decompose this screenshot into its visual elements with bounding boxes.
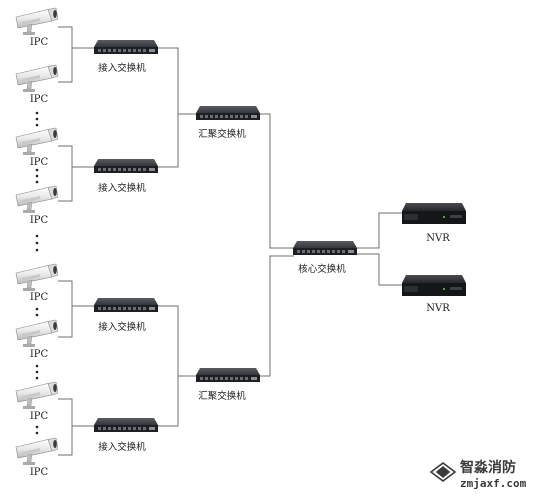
camera-icon <box>15 381 59 410</box>
ipc-camera: IPC <box>15 381 59 422</box>
ipc-label: IPC <box>30 157 49 168</box>
camera-icon <box>15 437 59 466</box>
ipc-label: IPC <box>30 215 49 226</box>
ellipsis-dots <box>35 111 39 435</box>
switch-icon <box>94 159 158 173</box>
access-switch: 接入交换机 <box>94 298 158 333</box>
switch-icon <box>293 241 357 255</box>
watermark-name: 智淼消防 <box>459 459 516 476</box>
switch-icon <box>94 298 158 312</box>
nvr-icon <box>402 275 466 296</box>
connection-lines <box>58 26 402 456</box>
access-switch-label: 接入交换机 <box>98 321 146 333</box>
access-switch: 接入交换机 <box>94 40 158 74</box>
ipc-camera-group: IPC IPC IPC IPC IPC IPC IPC IPC <box>15 7 59 478</box>
access-switch-label: 接入交换机 <box>98 62 146 74</box>
watermark: 智淼消防 zmjaxf.com <box>429 459 527 490</box>
ipc-label: IPC <box>30 349 49 360</box>
ipc-camera: IPC <box>15 263 59 303</box>
access-switch: 接入交换机 <box>94 159 158 194</box>
ipc-camera: IPC <box>15 64 59 105</box>
ipc-camera: IPC <box>15 7 59 48</box>
camera-icon <box>15 263 59 292</box>
nvr: NVR <box>402 203 466 244</box>
camera-icon <box>15 64 59 93</box>
ipc-camera: IPC <box>15 437 59 478</box>
switch-icon <box>196 368 260 382</box>
camera-icon <box>15 7 59 36</box>
ipc-label: IPC <box>30 94 49 105</box>
ipc-camera: IPC <box>15 319 59 360</box>
camera-icon <box>15 185 59 214</box>
nvr-label: NVR <box>426 233 450 244</box>
camera-icon <box>15 127 59 156</box>
nvr-label: NVR <box>426 303 450 314</box>
ipc-camera: IPC <box>15 127 59 168</box>
aggregation-switch: 汇聚交换机 <box>196 368 260 402</box>
watermark-logo-icon <box>429 462 457 482</box>
ipc-camera: IPC <box>15 185 59 226</box>
ipc-label: IPC <box>30 467 49 478</box>
watermark-domain: zmjaxf.com <box>460 477 527 490</box>
aggregation-switch-label: 汇聚交换机 <box>198 128 246 140</box>
access-switch-label: 接入交换机 <box>98 441 146 453</box>
switch-icon <box>94 418 158 432</box>
access-switch: 接入交换机 <box>94 418 158 453</box>
switch-icon <box>94 40 158 54</box>
nvr-icon <box>402 203 466 224</box>
ipc-label: IPC <box>30 37 49 48</box>
nvr: NVR <box>402 275 466 314</box>
core-switch-label: 核心交换机 <box>298 263 346 275</box>
aggregation-switch: 汇聚交换机 <box>196 106 260 140</box>
ipc-label: IPC <box>30 411 49 422</box>
ipc-label: IPC <box>30 292 49 303</box>
camera-icon <box>15 319 59 348</box>
switch-icon <box>196 106 260 120</box>
access-switch-label: 接入交换机 <box>98 182 146 194</box>
core-switch: 核心交换机 <box>293 241 357 275</box>
aggregation-switch-label: 汇聚交换机 <box>198 390 246 402</box>
